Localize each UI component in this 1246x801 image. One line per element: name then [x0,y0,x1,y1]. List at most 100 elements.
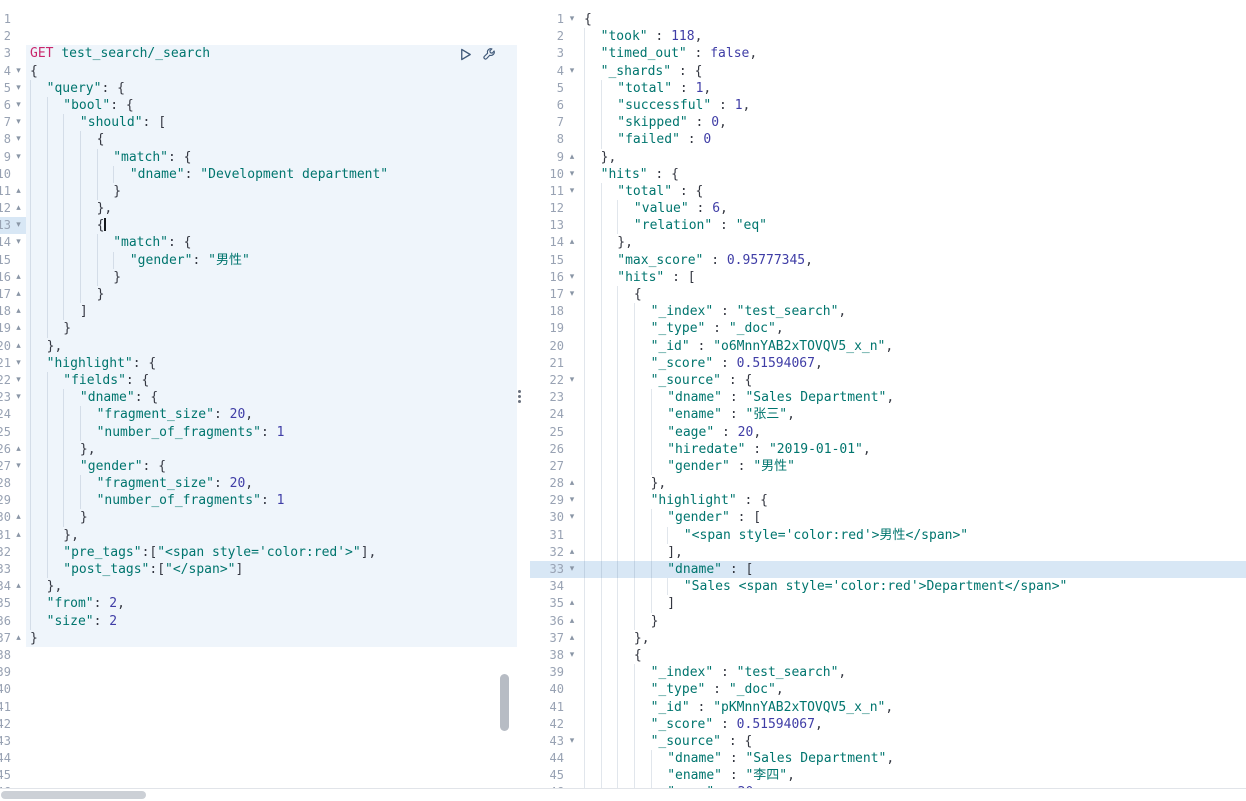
request-line-23[interactable]: 23▾"dname": { [0,389,517,407]
response-line-22[interactable]: 22▾"_source" : { [530,371,1246,390]
response-line-14[interactable]: 14▴}, [530,234,1246,252]
response-line-10[interactable]: 10▾"hits" : { [530,165,1246,183]
request-line-33[interactable]: 33"post_tags":["</span>"] [0,561,517,579]
fold-open-icon[interactable]: ▾ [16,374,21,385]
fold-close-icon[interactable]: ▴ [16,323,21,334]
fold-open-icon[interactable]: ▾ [569,495,575,506]
response-line-41[interactable]: 41"_id" : "pKMnnYAB2xTOVQV5_x_n", [530,698,1246,716]
fold-open-icon[interactable]: ▾ [569,374,575,385]
response-line-8[interactable]: 8"failed" : 0 [530,131,1246,149]
request-line-16[interactable]: 16▴} [0,268,517,286]
request-scrollbar-thumb[interactable] [500,674,509,731]
response-line-39[interactable]: 39"_index" : "test_search", [530,664,1246,682]
response-line-5[interactable]: 5"total" : 1, [530,79,1246,97]
response-line-37[interactable]: 37▴}, [530,629,1246,647]
response-line-38[interactable]: 38▾{ [530,646,1246,665]
request-line-19[interactable]: 19▴} [0,320,517,338]
fold-close-icon[interactable]: ▴ [569,478,575,489]
request-line-40[interactable]: 40 [0,681,517,698]
request-line-12[interactable]: 12▴}, [0,200,517,218]
response-line-2[interactable]: 2"took" : 118, [530,28,1246,46]
fold-open-icon[interactable]: ▾ [569,14,575,24]
response-line-17[interactable]: 17▾{ [530,286,1246,304]
request-line-15[interactable]: 15"gender": "男性" [0,251,517,269]
response-viewer[interactable]: 1▾{2"took" : 118,3"timed_out" : false,4▾… [530,0,1246,789]
response-line-24[interactable]: 24"ename" : "张三", [530,406,1246,424]
request-line-39[interactable]: 39 [0,664,517,681]
request-line-44[interactable]: 44 [0,750,517,767]
fold-open-icon[interactable]: ▾ [16,220,21,231]
request-line-37[interactable]: 37▴} [0,629,517,647]
request-line-9[interactable]: 9▾"match": { [0,148,517,166]
response-line-42[interactable]: 42"_score" : 0.51594067, [530,715,1246,733]
request-line-34[interactable]: 34▴}, [0,578,517,596]
fold-close-icon[interactable]: ▴ [16,581,21,592]
response-line-7[interactable]: 7"skipped" : 0, [530,114,1246,132]
request-line-25[interactable]: 25"number_of_fragments": 1 [0,423,517,441]
fold-open-icon[interactable]: ▾ [16,65,21,76]
fold-close-icon[interactable]: ▴ [16,512,21,523]
request-line-28[interactable]: 28"fragment_size": 20, [0,475,517,493]
response-line-25[interactable]: 25"eage" : 20, [530,423,1246,441]
request-line-14[interactable]: 14▾"match": { [0,234,517,252]
response-line-4[interactable]: 4▾"_shards" : { [530,62,1246,80]
request-line-27[interactable]: 27▾"gender": { [0,457,517,476]
fold-open-icon[interactable]: ▾ [16,357,21,368]
fold-open-icon[interactable]: ▾ [16,134,21,145]
fold-open-icon[interactable]: ▾ [16,151,21,162]
fold-open-icon[interactable]: ▾ [569,564,575,574]
response-line-40[interactable]: 40"_type" : "_doc", [530,681,1246,699]
response-line-31[interactable]: 31"<span style='color:red'>男性</span>" [530,526,1246,544]
fold-close-icon[interactable]: ▴ [569,615,575,626]
fold-open-icon[interactable]: ▾ [569,185,575,196]
fold-open-icon[interactable]: ▾ [16,99,21,110]
fold-open-icon[interactable]: ▾ [569,65,575,76]
response-line-28[interactable]: 28▴}, [530,475,1246,493]
horizontal-scrollbar[interactable] [0,788,1246,801]
fold-close-icon[interactable]: ▴ [16,443,21,454]
horizontal-scrollbar-thumb[interactable] [1,791,146,799]
fold-close-icon[interactable]: ▴ [16,529,21,540]
fold-open-icon[interactable]: ▾ [569,649,575,660]
fold-close-icon[interactable]: ▴ [16,306,21,317]
request-line-36[interactable]: 36"size": 2 [0,612,517,630]
response-line-23[interactable]: 23"dname" : "Sales Department", [530,389,1246,407]
response-line-18[interactable]: 18"_index" : "test_search", [530,303,1246,321]
response-line-34[interactable]: 34"Sales <span style='color:red'>Departm… [530,578,1246,596]
request-line-42[interactable]: 42 [0,716,517,733]
request-line-18[interactable]: 18▴] [0,303,517,321]
request-line-31[interactable]: 31▴}, [0,526,517,544]
request-line-29[interactable]: 29"number_of_fragments": 1 [0,492,517,510]
fold-close-icon[interactable]: ▴ [569,237,575,248]
fold-open-icon[interactable]: ▾ [569,735,575,746]
response-line-16[interactable]: 16▾"hits" : [ [530,268,1246,286]
fold-close-icon[interactable]: ▴ [16,203,21,214]
fold-close-icon[interactable]: ▴ [16,340,21,351]
fold-close-icon[interactable]: ▴ [569,546,575,557]
request-line-22[interactable]: 22▾"fields": { [0,371,517,390]
fold-open-icon[interactable]: ▾ [569,168,575,179]
fold-close-icon[interactable]: ▴ [569,598,575,609]
request-line-35[interactable]: 35"from": 2, [0,595,517,613]
request-line-11[interactable]: 11▴} [0,182,517,201]
fold-close-icon[interactable]: ▴ [16,185,21,196]
fold-open-icon[interactable]: ▾ [16,237,21,248]
response-line-6[interactable]: 6"successful" : 1, [530,96,1246,115]
response-line-44[interactable]: 44"dname" : "Sales Department", [530,750,1246,768]
fold-open-icon[interactable]: ▾ [16,392,21,403]
response-line-9[interactable]: 9▴}, [530,148,1246,166]
response-line-36[interactable]: 36▴} [530,612,1246,630]
request-line-41[interactable]: 41 [0,699,517,716]
response-line-11[interactable]: 11▾"total" : { [530,182,1246,201]
fold-open-icon[interactable]: ▾ [569,289,575,299]
request-line-2[interactable]: 2 [0,28,517,45]
request-line-20[interactable]: 20▴}, [0,337,517,355]
request-options-button[interactable] [481,46,498,63]
request-line-1[interactable]: 1 [0,11,517,28]
response-line-35[interactable]: 35▴] [530,595,1246,613]
response-line-21[interactable]: 21"_score" : 0.51594067, [530,354,1246,372]
response-line-27[interactable]: 27"gender" : "男性" [530,457,1246,476]
response-line-15[interactable]: 15"max_score" : 0.95777345, [530,251,1246,269]
